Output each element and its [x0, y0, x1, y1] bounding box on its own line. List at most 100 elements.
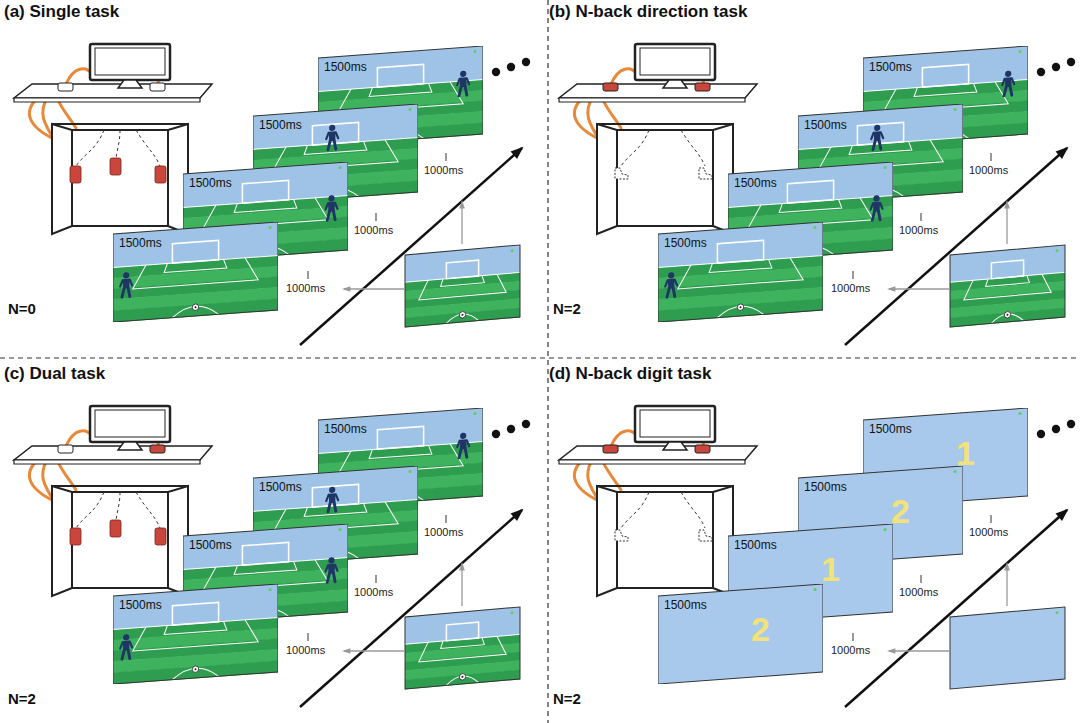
ball-patch: [740, 306, 742, 308]
penalty-arc: [242, 245, 288, 258]
arrow-head: [1056, 509, 1069, 521]
marker-dot: [474, 50, 477, 53]
digit-stimulus: 2: [658, 612, 823, 646]
screen-border: [728, 162, 893, 262]
hanging-string: [116, 492, 120, 520]
monitor: [90, 406, 170, 442]
ball: [459, 311, 465, 318]
player-legs: [1004, 86, 1012, 96]
frame-back: [72, 130, 168, 226]
interval-tick: [853, 271, 854, 279]
player-arms: [665, 280, 677, 287]
player-legs: [873, 140, 881, 150]
marker-dot: [269, 588, 272, 591]
marker-dot: [409, 470, 412, 473]
monitor: [635, 406, 715, 442]
player-head: [460, 432, 466, 439]
monitor-stand: [118, 442, 142, 450]
screen-group: [863, 46, 1028, 146]
penalty-box: [338, 81, 463, 113]
stimulus-screen: 1500ms: [658, 222, 823, 322]
screen-ground: [658, 584, 823, 684]
screen-ground: [950, 607, 1065, 689]
desk-top: [559, 84, 757, 98]
interval-tick: [446, 153, 447, 161]
arrow-head: [1004, 562, 1010, 570]
arrow-shaft: [889, 650, 949, 651]
continuation-dot: [492, 430, 500, 438]
screen-group: [253, 104, 418, 204]
field-stripe: [405, 670, 520, 690]
interval-label: 1000ms: [969, 526, 1008, 538]
screen-group: [798, 466, 963, 566]
hanging-string: [681, 130, 705, 166]
frame-back: [617, 130, 713, 226]
interval-tick: [991, 515, 992, 523]
player-arms: [326, 565, 338, 572]
marker-dot: [269, 226, 272, 229]
monitor-screen: [95, 410, 165, 437]
arrow-head: [459, 200, 465, 208]
frame-left: [597, 124, 617, 234]
field-stripe: [253, 181, 418, 204]
field-stripe: [728, 239, 893, 262]
goal-area: [441, 275, 485, 286]
penalty-box: [203, 197, 328, 229]
arrow-head: [342, 648, 350, 654]
marker-dot: [954, 108, 957, 111]
penalty-box: [338, 443, 463, 475]
arrow-head: [511, 147, 524, 159]
screen-group: [950, 245, 1065, 328]
penalty-box: [818, 139, 943, 171]
goal-frame: [242, 180, 288, 203]
duration-label: 1500ms: [734, 539, 893, 552]
monitor-stand: [663, 80, 687, 88]
goal-frame: [172, 240, 218, 263]
field-stripe: [863, 123, 1028, 146]
interval-label: 1000ms: [831, 644, 870, 656]
player-head: [1005, 70, 1011, 77]
n-level-label: N=2: [8, 690, 36, 707]
frame-left: [597, 486, 617, 596]
marker-dot: [1019, 412, 1022, 415]
screen-group: [950, 607, 1065, 689]
player-arms: [871, 132, 883, 139]
hanging-string: [76, 492, 104, 528]
player-arms: [326, 203, 338, 210]
field-stripe: [950, 308, 1065, 328]
goal-frame: [242, 542, 288, 565]
marker-dot: [954, 470, 957, 473]
arrow-head: [511, 509, 524, 521]
goal-area: [986, 275, 1030, 286]
screen-group: [658, 222, 823, 322]
desk-edge: [559, 98, 745, 102]
goal-frame: [717, 240, 763, 263]
player-arms: [120, 642, 132, 649]
interval-label: 1000ms: [354, 586, 393, 598]
shoe-sensor: [615, 530, 628, 541]
screen-border: [863, 46, 1028, 146]
continuation-dot: [522, 58, 530, 66]
vertical-divider: [547, 0, 548, 723]
player-head: [460, 70, 466, 77]
foot-pad: [110, 520, 121, 537]
player-head: [329, 124, 335, 131]
duration-label: 1500ms: [189, 177, 348, 190]
marker-dot: [511, 611, 514, 614]
marker-dot: [339, 528, 342, 531]
marker-dot: [409, 108, 412, 111]
goal-area: [441, 637, 485, 648]
interval-tick: [921, 213, 922, 221]
ball: [737, 304, 743, 311]
screen-border: [405, 607, 520, 689]
hanging-string: [116, 130, 120, 158]
n-level-label: N=2: [553, 300, 581, 317]
task-panel: (b) N-back direction task1500ms1500ms150…: [545, 0, 1080, 358]
screen-border: [658, 222, 823, 322]
goal-frame: [446, 622, 478, 641]
interval-label: 1000ms: [354, 224, 393, 236]
player-head: [873, 195, 879, 202]
monitor-screen: [95, 48, 165, 75]
interval-tick: [991, 153, 992, 161]
response-button: [58, 83, 73, 91]
